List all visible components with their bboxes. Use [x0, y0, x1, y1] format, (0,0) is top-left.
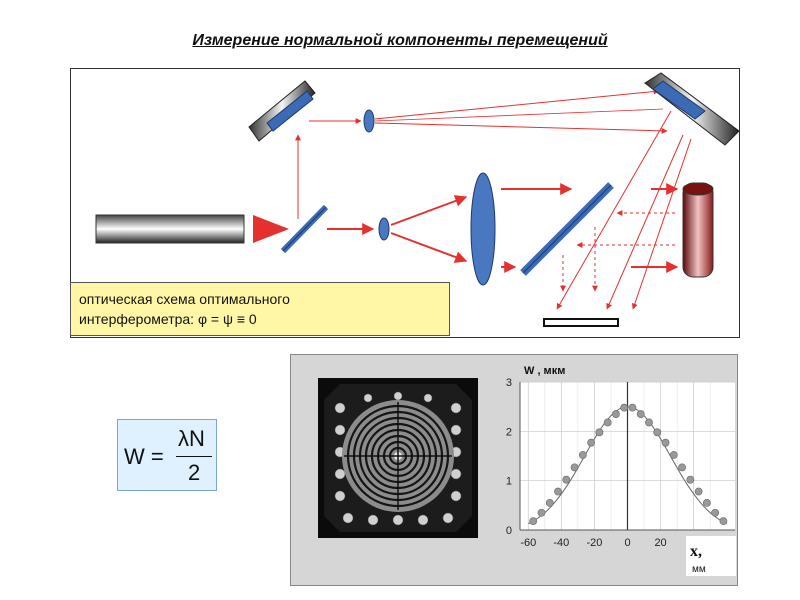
data-point [645, 418, 653, 427]
data-point [653, 428, 662, 437]
formula-box: W = λN 2 [117, 419, 217, 491]
data-point [603, 418, 612, 427]
mirror-top-right [644, 72, 739, 146]
data-point [620, 403, 629, 412]
data-point [562, 475, 571, 484]
x-axis-label: x,мм [690, 543, 706, 575]
data-point [570, 463, 579, 472]
data-point [529, 517, 538, 526]
x-tick-label: -20 [586, 537, 602, 549]
y-tick-label: 0 [506, 525, 512, 537]
caption-box: оптическая схема оптимального интерфером… [70, 282, 450, 336]
data-point [554, 487, 562, 496]
data-point [636, 410, 645, 418]
optical-scheme-drawing [95, 72, 739, 327]
x-tick-label: 0 [624, 537, 630, 549]
detector-screen [543, 318, 619, 327]
data-point [595, 428, 604, 437]
data-point [678, 463, 686, 472]
data-point [669, 451, 678, 459]
mounting-holes [334, 391, 462, 526]
interferogram-image [318, 378, 478, 538]
data-point [719, 517, 728, 526]
laser-beam-cone [253, 215, 289, 243]
data-point [612, 410, 620, 418]
y-tick-label: 1 [506, 476, 512, 488]
data-point [686, 475, 695, 484]
data-point [587, 438, 596, 447]
formula-numerator: λN [178, 426, 205, 451]
formula-denominator: 2 [188, 460, 201, 485]
y-axis-label: W , мкм [524, 365, 565, 377]
page-title: Измерение нормальной компоненты перемеще… [192, 32, 608, 49]
formula-lhs: W = [124, 444, 164, 469]
x-tick-label: 20 [654, 537, 666, 549]
formula-fraction-bar [176, 456, 212, 457]
data-point [628, 403, 637, 412]
sample-object [682, 182, 714, 278]
data-point [578, 451, 587, 459]
caption-line-2: интерферометра: φ = ψ ≡ 0 [79, 311, 257, 327]
lens-main-small [378, 217, 390, 241]
lens-large [470, 172, 496, 286]
data-point [702, 498, 711, 507]
data-point [661, 438, 670, 447]
y-tick-label: 3 [506, 377, 512, 389]
data-point [537, 508, 546, 517]
data-point [694, 487, 703, 496]
x-tick-label: -40 [553, 537, 569, 549]
mirror-top-left [248, 80, 316, 142]
x-axis-label-bg [686, 536, 736, 576]
caption-line-1: оптическая схема оптимального [79, 291, 290, 307]
displacement-chart: -60-40-20020400123 W , мкм x,мм [506, 365, 736, 576]
x-tick-label: -60 [520, 537, 536, 549]
laser-source [95, 214, 245, 244]
y-tick-label: 2 [506, 426, 512, 438]
lens-top-small [363, 109, 375, 133]
data-point [545, 498, 554, 507]
data-point [711, 508, 720, 517]
